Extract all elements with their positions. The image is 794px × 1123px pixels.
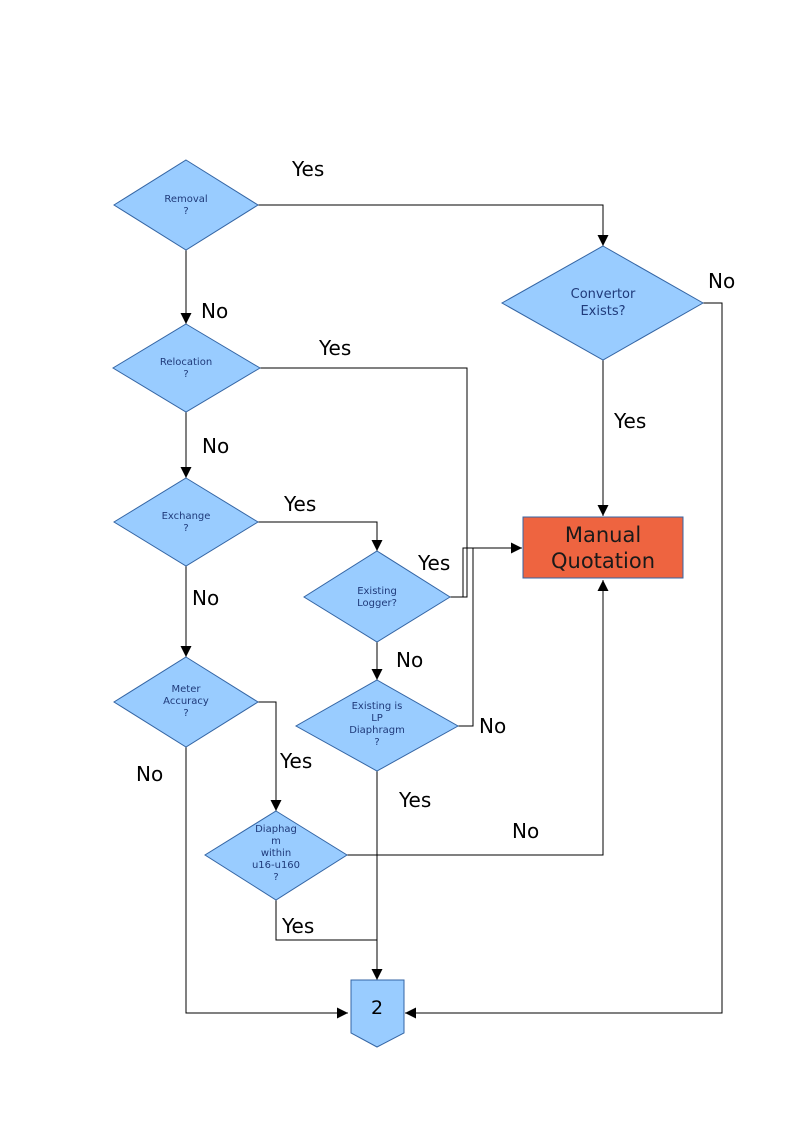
edges [180, 204, 723, 1019]
edge-exchange-yes [258, 521, 383, 551]
node-text-line: ? [183, 206, 188, 217]
connector-label: 2 [371, 997, 383, 1019]
edge-diaphragm-no [347, 580, 609, 856]
node-text-line: within [261, 848, 291, 859]
label-logger-no: No [396, 648, 423, 672]
edge-accuracy-no [185, 747, 348, 1019]
node-text-line: Logger? [357, 598, 397, 609]
svg-text:Exchange?: Exchange? [162, 511, 211, 534]
node-text-line: ? [183, 369, 188, 380]
node-text-line: Diaphag [255, 824, 297, 835]
decision-exchange: Exchange? [113, 477, 259, 567]
edge-logger-yes [450, 542, 522, 598]
node-text-line: Quotation [551, 549, 655, 573]
label-convertor-no: No [708, 269, 735, 293]
svg-text:Removal?: Removal? [164, 194, 207, 217]
connector-2: 2 [350, 979, 405, 1048]
label-accuracy-yes: Yes [279, 749, 312, 773]
label-lp-no: No [479, 714, 506, 738]
node-text-line: ? [183, 708, 188, 719]
edge-lp-no [458, 548, 474, 727]
node-text-line: Removal [164, 194, 207, 205]
edge-accuracy-yes [258, 701, 282, 811]
decision-removal: Removal? [113, 159, 259, 251]
node-text-line: Exists? [580, 304, 625, 319]
node-text-line: Convertor [571, 287, 636, 302]
node-text-line: u16-u160 [252, 860, 300, 871]
node-text-line: Meter [172, 684, 202, 695]
label-diaphragm-yes: Yes [281, 914, 314, 938]
svg-text:Relocation?: Relocation? [160, 357, 212, 380]
node-text-line: Relocation [160, 357, 212, 368]
label-logger-yes: Yes [417, 551, 450, 575]
label-relocation-yes: Yes [318, 336, 351, 360]
label-accuracy-no: No [136, 762, 163, 786]
label-exchange-yes: Yes [283, 492, 316, 516]
node-text-line: LP [371, 713, 383, 724]
node-text-line: Accuracy [163, 696, 209, 707]
node-text-line: Manual [565, 523, 641, 547]
decision-relocation: Relocation? [112, 323, 261, 413]
edge-removal-yes [258, 204, 609, 246]
node-text-line: ? [183, 523, 188, 534]
edge-labels: Yes No Yes No Yes No Yes No No Yes Yes N… [136, 157, 735, 938]
label-relocation-no: No [202, 434, 229, 458]
label-lp-yes: Yes [398, 788, 431, 812]
node-text-line: m [271, 836, 281, 847]
label-convertor-yes: Yes [613, 409, 646, 433]
node-text-line: Existing is [352, 701, 403, 712]
label-removal-no: No [201, 299, 228, 323]
node-text-line: ? [273, 872, 278, 883]
node-text-line: Exchange [162, 511, 211, 522]
node-text-line: Existing [357, 586, 397, 597]
label-exchange-no: No [192, 586, 219, 610]
edge-convertor-no [405, 302, 723, 1019]
label-removal-yes: Yes [291, 157, 324, 181]
edge-diaphragm-yes [275, 900, 377, 941]
node-text-line: ? [374, 737, 379, 748]
label-diaphragm-no: No [512, 819, 539, 843]
node-text-line: Diaphragm [349, 725, 405, 736]
